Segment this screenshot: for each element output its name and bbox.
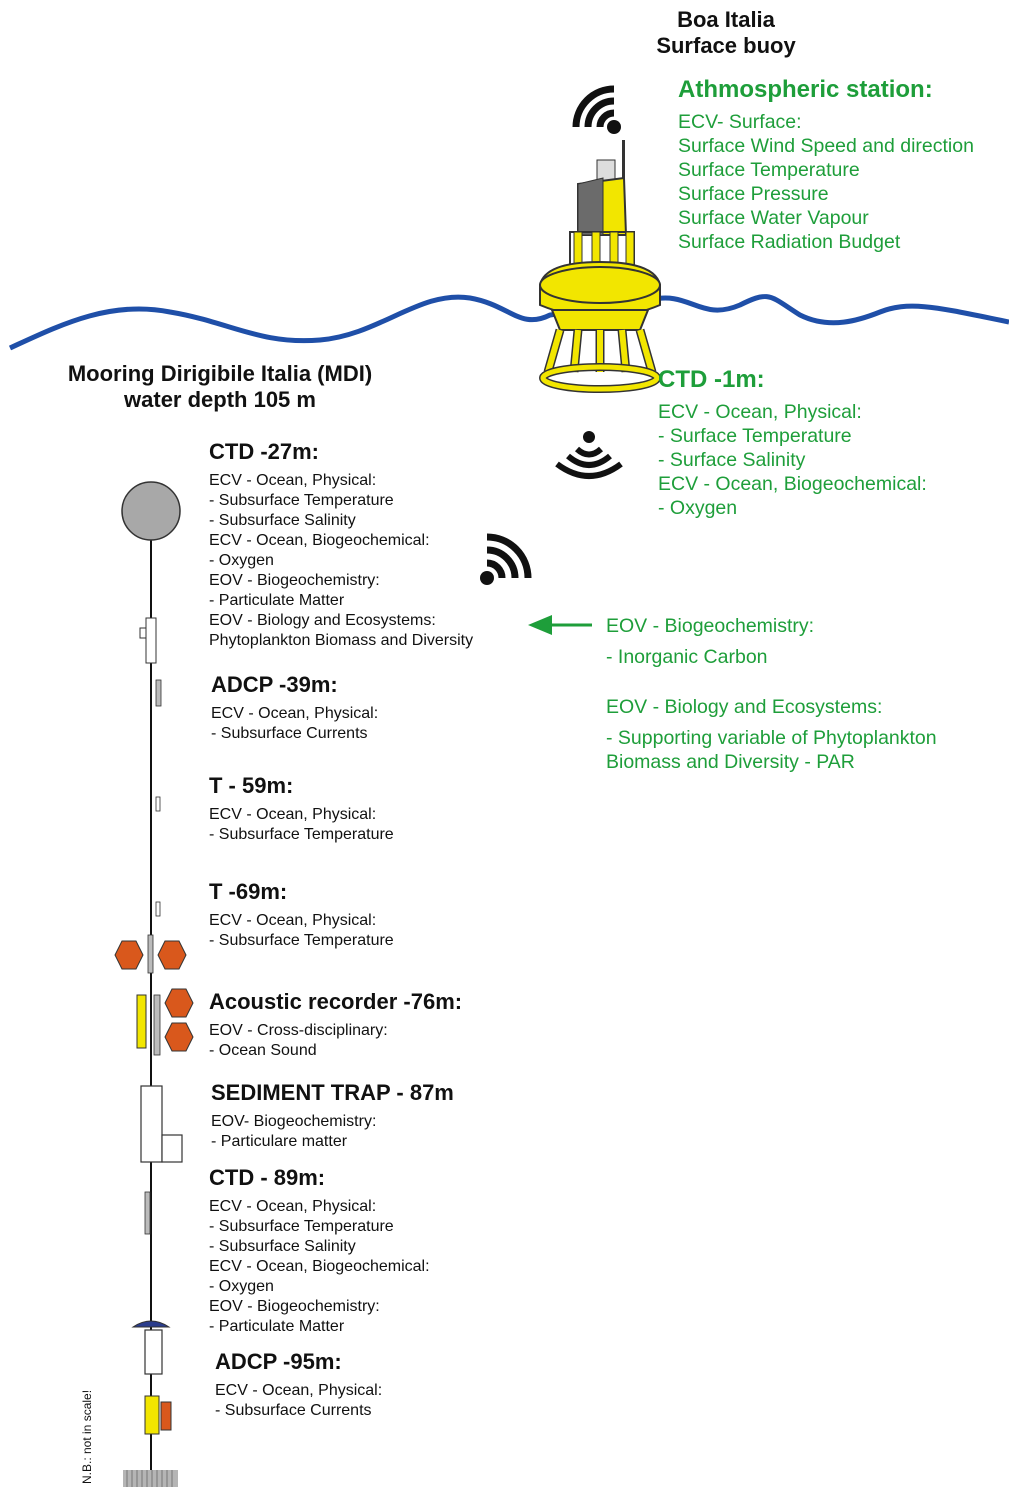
instrument-heading: T -69m: [209,879,288,904]
instrument-adcp-39m: ADCP -39m: ECV - Ocean, Physical: - Subs… [211,672,378,744]
mooring-title-line: water depth 105 m [124,387,316,412]
variable-line: Surface Radiation Budget [678,231,901,253]
variable-line: Phytoplankton Biomass and Diversity [209,632,474,649]
buoy-title-line: Boa Italia [677,7,775,32]
variable-line: - Oxygen [209,1278,274,1295]
instrument-t-69m: T -69m: ECV - Ocean, Physical: - Subsurf… [209,879,394,951]
variable-line: - Subsurface Currents [211,725,368,742]
sea-surface-wave [8,294,1009,351]
variable-line: - Oxygen [658,497,738,519]
instrument-adcp-95m: ADCP -95m: ECV - Ocean, Physical: - Subs… [215,1349,382,1421]
variable-line: - Subsurface Salinity [209,1238,356,1255]
instrument-acoustic-recorder-76m: Acoustic recorder -76m: EOV - Cross-disc… [209,989,462,1061]
variable-line: EOV - Biogeochemistry: [209,572,380,589]
variable-line: - Subsurface Temperature [209,826,394,843]
variable-line: - Subsurface Temperature [209,932,394,949]
variable-line: ECV - Ocean, Physical: [209,472,377,489]
atmospheric-station-block: Athmospheric station: ECV- Surface: Surf… [678,76,974,254]
atmospheric-variables: ECV- Surface: Surface Wind Speed and dir… [678,110,974,254]
instrument-ctd-89m: CTD - 89m: ECV - Ocean, Physical: - Subs… [209,1165,430,1337]
ctd-1m-heading: CTD -1m: [658,366,765,393]
instrument-variables: ECV - Ocean, Physical: - Subsurface Curr… [211,704,378,744]
callout-line: EOV - Biogeochemistry: [606,615,815,637]
variable-line: - Particulate Matter [209,592,345,609]
instrument-heading: SEDIMENT TRAP - 87m [211,1080,454,1105]
instrument-variables: ECV - Ocean, Physical: - Subsurface Temp… [209,1197,430,1337]
callout-line: Biomass and Diversity - PAR [606,751,855,773]
ctd-1m-block: CTD -1m: ECV - Ocean, Physical: - Surfac… [658,366,927,520]
variable-line: - Subsurface Currents [215,1402,372,1419]
variable-line: EOV - Cross-disciplinary: [209,1022,388,1039]
variable-line: EOV- Biogeochemistry: [211,1113,377,1130]
variable-line: Surface Temperature [678,159,860,181]
mooring-line [114,481,194,1487]
instrument-sediment-trap-87m: SEDIMENT TRAP - 87m EOV- Biogeochemistry… [211,1080,454,1152]
atmospheric-heading: Athmospheric station: [678,76,933,103]
callout-line: EOV - Biology and Ecosystems: [606,696,883,718]
instrument-heading: CTD - 89m: [209,1165,326,1190]
callout-line: - Supporting variable of Phytoplankton [606,727,937,749]
variable-line: Surface Wind Speed and direction [678,135,974,157]
scale-note: N.B.: not in scale! [80,1389,94,1484]
buoy-title-line: Surface buoy [656,33,796,58]
instrument-variables: ECV - Ocean, Physical: - Subsurface Temp… [209,805,394,845]
variable-line: ECV - Ocean, Physical: [211,705,379,722]
instrument-variables: ECV - Ocean, Physical: - Subsurface Curr… [215,1381,382,1421]
wifi-signal-icon [480,533,532,585]
instrument-variables: ECV - Ocean, Physical: - Subsurface Temp… [209,471,473,651]
variable-line: - Subsurface Salinity [209,512,356,529]
surface-buoy [539,140,661,393]
ctd-1m-variables: ECV - Ocean, Physical: - Surface Tempera… [658,400,927,520]
callout-line: - Inorganic Carbon [606,646,768,668]
mooring-title-line: Mooring Dirigibile Italia (MDI) [67,361,373,386]
variable-line: - Particulate Matter [209,1318,345,1335]
instrument-heading: ADCP -39m: [211,672,338,697]
variable-line: ECV - Ocean, Physical: [209,806,377,823]
instrument-variables: ECV - Ocean, Physical: - Subsurface Temp… [209,911,394,951]
wifi-signal-icon [572,85,621,134]
arrow-left-icon [528,615,592,635]
instrument-t-59m: T - 59m: ECV - Ocean, Physical: - Subsur… [209,773,394,845]
variable-line: - Surface Temperature [658,425,852,447]
variable-line: ECV - Ocean, Biogeochemical: [209,1258,430,1275]
variable-line: - Oxygen [209,552,274,569]
mooring-title: Mooring Dirigibile Italia (MDI) water de… [28,361,412,413]
variable-line: ECV - Ocean, Biogeochemical: [658,473,927,495]
variable-line: ECV - Ocean, Physical: [658,401,862,423]
variable-line: ECV- Surface: [678,111,802,133]
variable-line: - Subsurface Temperature [209,492,394,509]
buoy-title: Boa Italia Surface buoy [648,7,804,59]
instrument-variables: EOV- Biogeochemistry: - Particulare matt… [211,1112,454,1152]
variable-line: - Surface Salinity [658,449,806,471]
variable-line: - Particulare matter [211,1133,348,1150]
variable-line: ECV - Ocean, Physical: [209,1198,377,1215]
instrument-heading: ADCP -95m: [215,1349,342,1374]
variable-line: Surface Water Vapour [678,207,869,229]
instrument-heading: T - 59m: [209,773,294,798]
variable-line: - Ocean Sound [209,1042,317,1059]
variable-line: EOV - Biogeochemistry: [209,1298,380,1315]
variable-line: - Subsurface Temperature [209,1218,394,1235]
instrument-ctd-27m: CTD -27m: ECV - Ocean, Physical: - Subsu… [209,439,473,651]
instrument-variables: EOV - Cross-disciplinary: - Ocean Sound [209,1021,462,1061]
variable-line: Surface Pressure [678,183,829,205]
instrument-heading: Acoustic recorder -76m: [209,989,463,1014]
variable-line: EOV - Biology and Ecosystems: [209,612,436,629]
callout-block: EOV - Biogeochemistry: - Inorganic Carbo… [606,614,937,774]
variable-line: ECV - Ocean, Physical: [215,1382,383,1399]
instrument-heading: CTD -27m: [209,439,320,464]
acoustic-signal-icon [555,431,623,479]
variable-line: ECV - Ocean, Physical: [209,912,377,929]
variable-line: ECV - Ocean, Biogeochemical: [209,532,430,549]
